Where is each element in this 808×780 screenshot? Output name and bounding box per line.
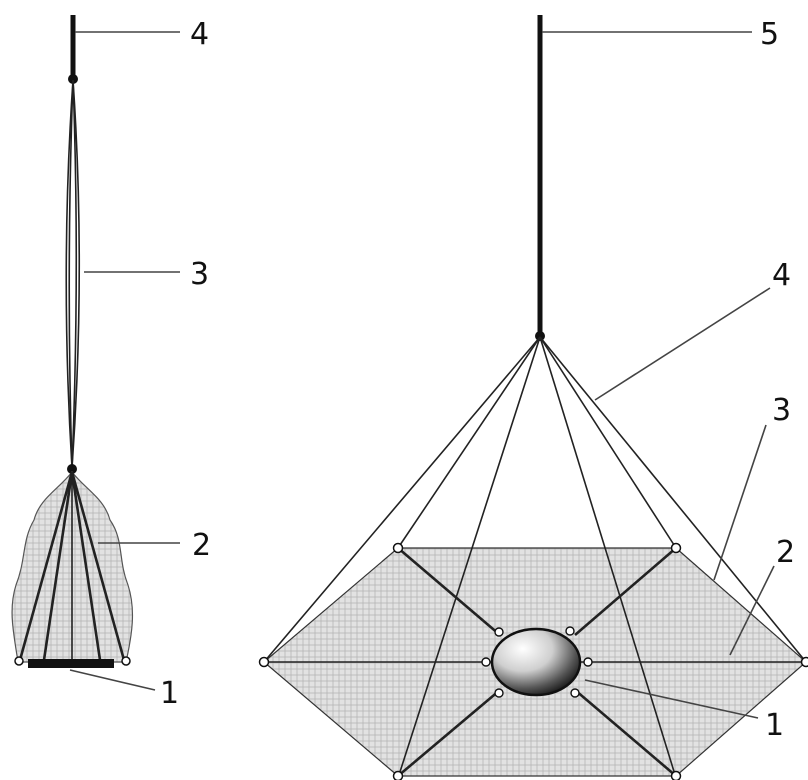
left-base-weight [28, 659, 114, 668]
left-view: 4 3 2 1 [11, 15, 211, 711]
left-label-3: 3 [190, 257, 209, 292]
right-leader-1 [584, 679, 759, 719]
right-label-1: 1 [765, 708, 784, 743]
right-weight-rings [481, 626, 593, 698]
right-label-3: 3 [772, 393, 791, 428]
left-leader-1 [69, 669, 156, 691]
right-leader-2 [729, 565, 775, 656]
left-label-1: 1 [160, 676, 179, 711]
left-label-4: 4 [190, 17, 209, 52]
right-label-4: 4 [772, 258, 791, 293]
left-lower-knot [67, 464, 77, 474]
right-leader-4 [594, 287, 771, 401]
right-label-5: 5 [760, 17, 779, 52]
right-bridle-lines [263, 336, 807, 779]
right-corner-rings [258, 542, 808, 780]
right-leader-3 [713, 424, 767, 581]
left-bridle-lines [65, 79, 81, 469]
left-base-ring-right [121, 656, 131, 666]
right-label-2: 2 [776, 535, 795, 570]
right-rope-knot [535, 331, 545, 341]
left-base-ring-left [14, 656, 24, 666]
right-view: 5 4 3 2 1 [258, 15, 808, 780]
left-rope-knot [68, 74, 78, 84]
left-net-ropes [18, 471, 126, 661]
right-spoke-ropes [397, 547, 677, 777]
right-central-weight [490, 627, 582, 697]
left-label-2: 2 [192, 528, 211, 563]
